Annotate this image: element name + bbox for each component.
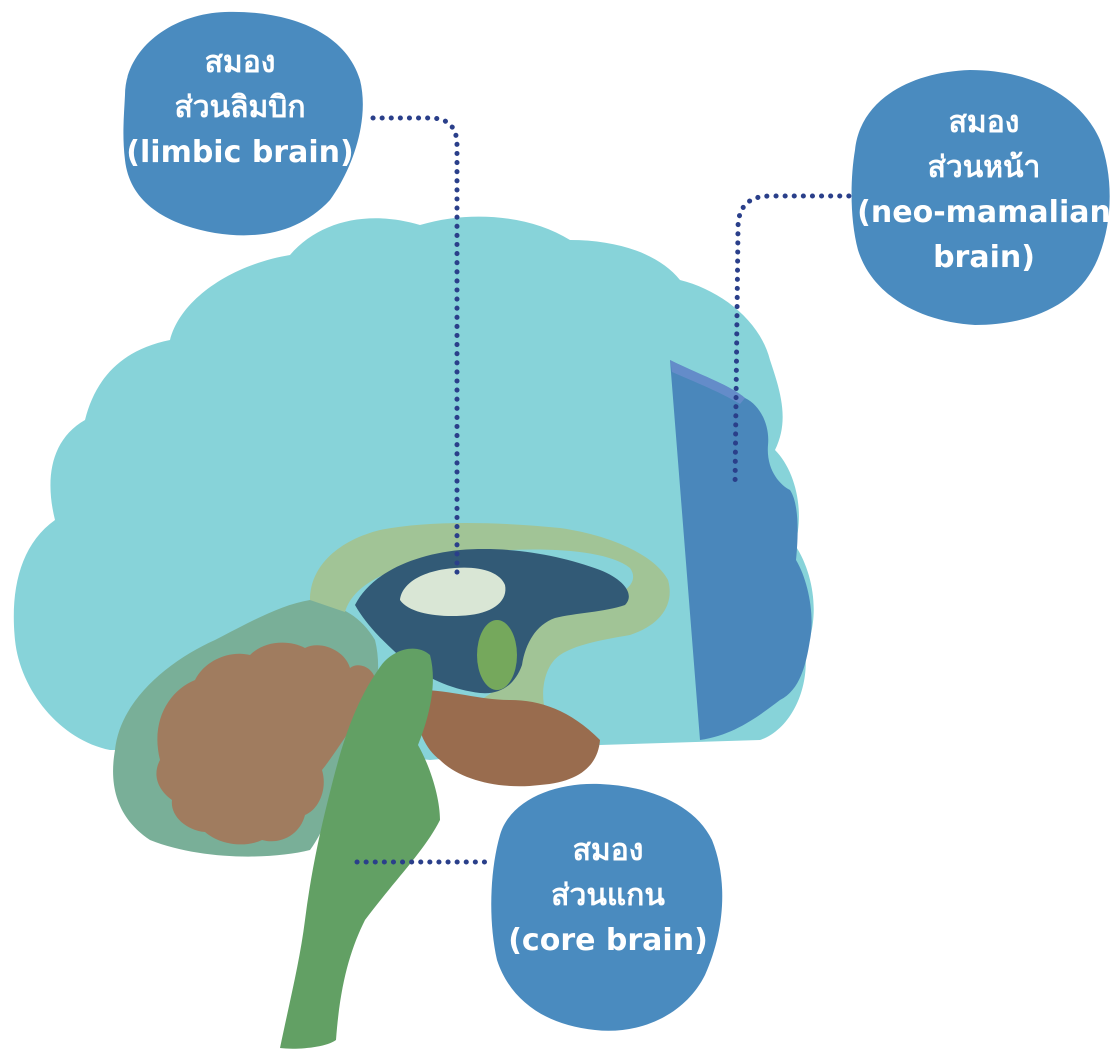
label-limbic: สมอง ส่วนลิมบิก (limbic brain) — [123, 12, 362, 235]
amygdala-region — [477, 620, 517, 690]
label-core-line1: สมอง — [573, 833, 644, 868]
label-neo: สมอง ส่วนหน้า (neo-mamalian brain) — [852, 70, 1111, 325]
label-neo-line1: สมอง — [949, 105, 1020, 140]
label-neo-line2: ส่วนหน้า — [928, 150, 1041, 185]
label-core: สมอง ส่วนแกน (core brain) — [491, 784, 722, 1031]
label-neo-line4: brain) — [933, 240, 1035, 275]
label-core-line2: ส่วนแกน — [551, 878, 665, 913]
label-core-line3: (core brain) — [508, 923, 708, 958]
label-neo-line3: (neo-mamalian — [857, 195, 1111, 230]
label-limbic-line2: ส่วนลิมบิก — [174, 90, 305, 125]
label-limbic-line1: สมอง — [205, 45, 276, 80]
label-limbic-line3: (limbic brain) — [126, 135, 353, 170]
